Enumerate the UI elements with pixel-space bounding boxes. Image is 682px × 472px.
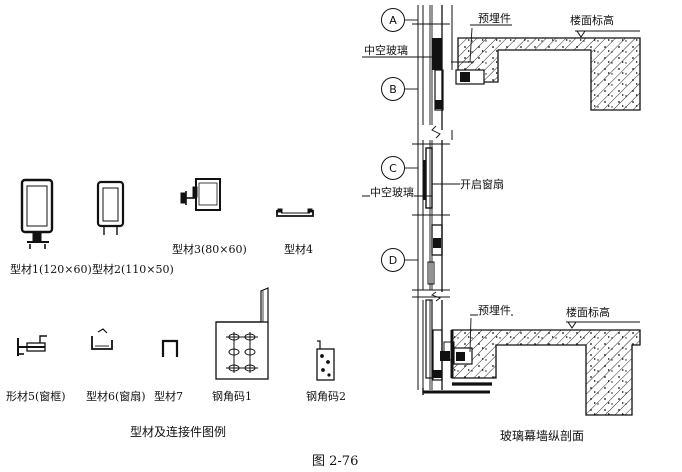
wall-profiles [423,38,455,381]
profile2-symbol [96,180,125,235]
curtain-wall-section [362,5,641,416]
profile7-symbol [161,339,179,357]
profile5-symbol [17,335,47,356]
legend-symbols [17,178,335,381]
section-marker-b: B [381,77,405,101]
section-marker-d: D [381,248,405,272]
profile5-label: 形材5(窗框) [6,390,66,403]
profile4-symbol [276,208,314,217]
opening-sash-label: 开启窗扇 [460,178,504,191]
legend-title: 型材及连接件图例 [130,425,227,439]
figure-number: 图 2-76 [312,454,359,469]
floor-level-top-label: 楼面标高 [570,14,614,27]
upper-floor-slab [451,30,641,111]
floor-level-bottom-label: 楼面标高 [566,306,610,319]
insulating-glass-top-label: 中空玻璃 [364,44,408,57]
profile7-label: 型材7 [154,390,183,403]
profile3-symbol [180,178,221,211]
steel-angle-2-label: 钢角码2 [306,390,346,403]
section-marker-c: C [381,156,405,180]
steel-angle-2-symbol [316,340,335,381]
embedded-part-top-label: 预埋件 [478,12,511,25]
profile1-label: 型材1(120×60) [10,263,92,276]
profile3-label: 型材3(80×60) [172,243,247,256]
steel-angle-1-label: 钢角码1 [212,390,252,403]
lower-floor-slab [422,321,641,416]
embedded-part-bottom-label: 预埋件 [478,304,511,317]
profile6-symbol [91,328,113,350]
profile1-symbol [20,178,54,249]
steel-angle-1-symbol [215,287,269,380]
profile6-label: 型材6(窗扇) [86,390,146,403]
section-marker-a: A [381,8,405,32]
profile2-label: 型材2(110×50) [92,263,174,276]
profile4-label: 型材4 [284,243,313,256]
insulating-glass-mid-label: 中空玻璃 [370,186,414,199]
section-title: 玻璃幕墙纵剖面 [500,429,585,443]
